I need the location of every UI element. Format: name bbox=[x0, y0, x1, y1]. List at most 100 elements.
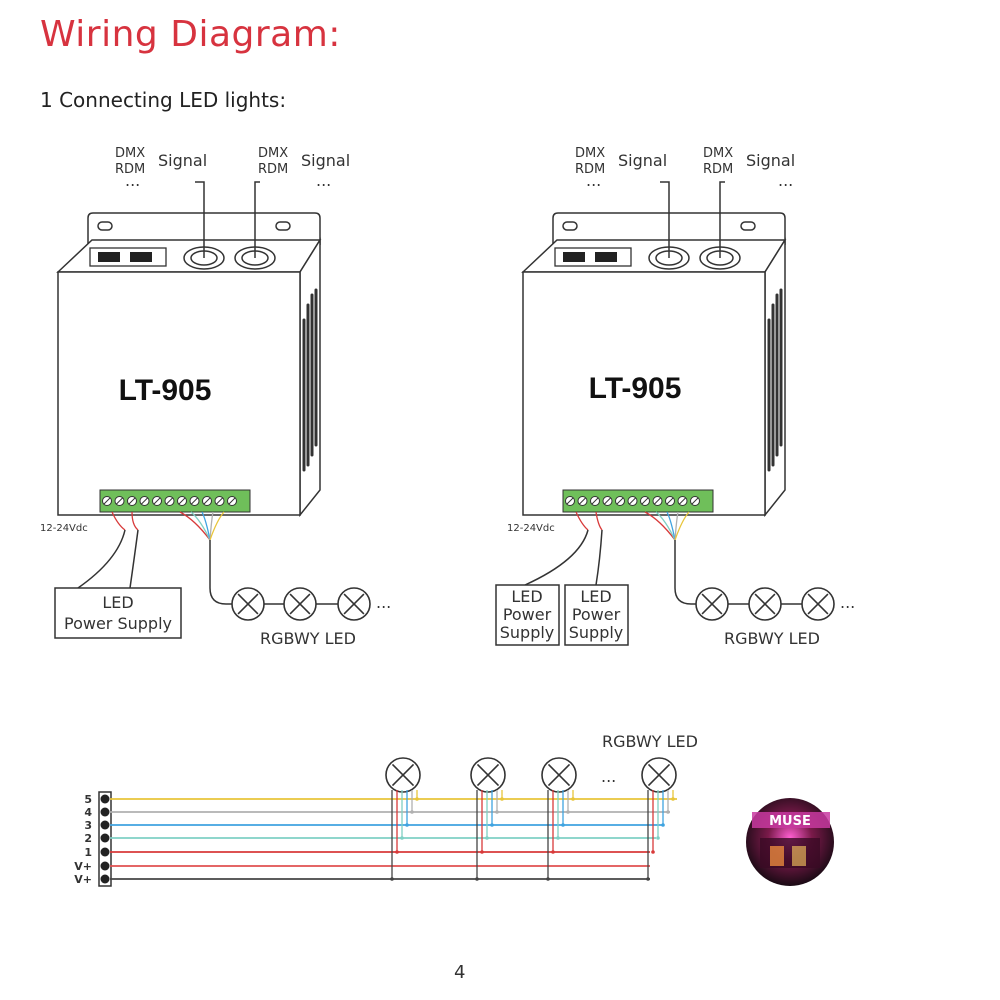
led-wire bbox=[644, 511, 676, 541]
led-wire bbox=[209, 511, 214, 541]
junction-dot bbox=[546, 877, 550, 881]
dmx-label: DMX bbox=[258, 146, 288, 161]
led-label: RGBWY LED bbox=[724, 629, 820, 648]
controller-left: LT-905 DMX RDM Signal ... DMX RDM Signal… bbox=[40, 146, 391, 648]
led-wire bbox=[674, 511, 690, 541]
led-wire bbox=[201, 511, 211, 541]
rdm-label: RDM bbox=[575, 162, 605, 177]
led-wire bbox=[209, 511, 225, 541]
power-supply-label: Power Supply bbox=[64, 614, 172, 633]
junction-dot bbox=[395, 850, 399, 854]
power-supply-label: LED bbox=[511, 587, 542, 606]
junction-dot bbox=[410, 810, 414, 814]
junction-dot bbox=[390, 877, 394, 881]
junction-dot bbox=[490, 823, 494, 827]
dmx-label: DMX bbox=[703, 146, 733, 161]
junction-dot bbox=[500, 797, 504, 801]
terminal-label: 2 bbox=[84, 832, 92, 845]
junction-dot bbox=[666, 810, 670, 814]
terminal-screw-icon bbox=[100, 861, 110, 871]
terminal-label: 4 bbox=[84, 806, 92, 819]
ellipsis: ... bbox=[778, 171, 793, 190]
model-label: LT-905 bbox=[589, 372, 682, 405]
controller-right: LT-905 DMX RDM Signal ... DMX RDM Signal… bbox=[495, 146, 855, 648]
led-wire bbox=[666, 511, 676, 541]
junction-dot bbox=[475, 877, 479, 881]
led-lamp-icon bbox=[283, 587, 317, 621]
terminal-screw-icon bbox=[100, 820, 110, 830]
terminal-label: 3 bbox=[84, 819, 92, 832]
power-supply-label: Power bbox=[503, 605, 552, 624]
terminal-screw-icon bbox=[100, 833, 110, 843]
led-lamp-icon bbox=[337, 587, 371, 621]
voltage-label: 12-24Vdc bbox=[40, 523, 88, 534]
terminal-screw-icon bbox=[100, 874, 110, 884]
rdm-label: RDM bbox=[115, 162, 145, 177]
dmx-label: DMX bbox=[575, 146, 605, 161]
page-title: Wiring Diagram: bbox=[40, 14, 341, 55]
signal-label: Signal bbox=[301, 151, 350, 170]
led-lamp-icon bbox=[748, 587, 782, 621]
junction-dot bbox=[495, 810, 499, 814]
power-supply-label: Supply bbox=[500, 623, 555, 642]
power-supply-box bbox=[495, 584, 560, 646]
model-label: LT-905 bbox=[119, 374, 212, 407]
junction-dot bbox=[661, 823, 665, 827]
terminal-label: V+ bbox=[74, 873, 92, 886]
power-supply-box bbox=[564, 584, 629, 646]
junction-dot bbox=[571, 797, 575, 801]
power-supply-label: LED bbox=[102, 593, 133, 612]
junction-dot bbox=[480, 850, 484, 854]
led-wire bbox=[674, 511, 679, 541]
led-wire bbox=[190, 511, 211, 541]
junction-dot bbox=[405, 823, 409, 827]
power-supply-label: Supply bbox=[569, 623, 624, 642]
product-photo: MUSE bbox=[746, 798, 834, 886]
junction-dot bbox=[566, 810, 570, 814]
led-lamp-icon bbox=[231, 587, 265, 621]
led-lamp-icon bbox=[385, 757, 421, 793]
junction-dot bbox=[551, 850, 555, 854]
junction-dot bbox=[485, 836, 489, 840]
terminal-screw-icon bbox=[100, 807, 110, 817]
led-lamp-icon bbox=[695, 587, 729, 621]
signal-label: Signal bbox=[746, 151, 795, 170]
terminal-screw-icon bbox=[100, 847, 110, 857]
ellipsis: ... bbox=[601, 767, 616, 786]
ellipsis: ... bbox=[586, 171, 601, 190]
ellipsis: ... bbox=[316, 171, 331, 190]
power-supply-label: Power bbox=[572, 605, 621, 624]
rdm-label: RDM bbox=[258, 162, 288, 177]
power-supply-box bbox=[54, 587, 182, 639]
led-label: RGBWY LED bbox=[260, 629, 356, 648]
terminal-label: 1 bbox=[84, 846, 92, 859]
signal-label: Signal bbox=[618, 151, 667, 170]
junction-dot bbox=[561, 823, 565, 827]
led-lamp-icon bbox=[541, 757, 577, 793]
led-lamp-icon bbox=[801, 587, 835, 621]
led-lamp-icon bbox=[641, 757, 677, 793]
led-wire bbox=[655, 511, 676, 541]
section-subtitle: 1 Connecting LED lights: bbox=[40, 88, 287, 112]
ellipsis: ... bbox=[125, 171, 140, 190]
led-wire bbox=[179, 511, 211, 541]
dmx-label: DMX bbox=[115, 146, 145, 161]
voltage-label: 12-24Vdc bbox=[507, 523, 555, 534]
rdm-label: RDM bbox=[703, 162, 733, 177]
led-label: RGBWY LED bbox=[602, 732, 698, 751]
led-lamp-icon bbox=[470, 757, 506, 793]
photo-sign-text: MUSE bbox=[769, 814, 811, 829]
junction-dot bbox=[651, 850, 655, 854]
junction-dot bbox=[556, 836, 560, 840]
terminal-label: 5 bbox=[84, 793, 92, 806]
junction-dot bbox=[656, 836, 660, 840]
terminal-label: V+ bbox=[74, 860, 92, 873]
junction-dot bbox=[646, 877, 650, 881]
power-supply-label: LED bbox=[580, 587, 611, 606]
junction-dot bbox=[400, 836, 404, 840]
junction-dot bbox=[671, 797, 675, 801]
junction-dot bbox=[415, 797, 419, 801]
ellipsis: ... bbox=[840, 593, 855, 612]
